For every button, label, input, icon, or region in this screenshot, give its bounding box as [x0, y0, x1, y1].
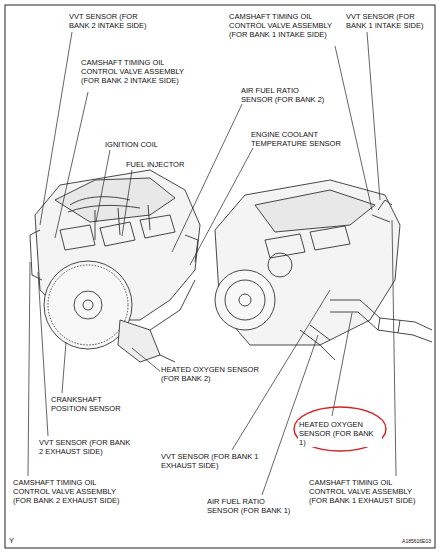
left-engine	[30, 170, 200, 362]
part-label: VVT SENSOR (FOR BANK 1 EXHAUST SIDE)	[160, 452, 260, 470]
right-engine	[215, 180, 432, 360]
part-label: CAMSHAFT TIMING OIL CONTROL VALVE ASSEMB…	[228, 12, 340, 39]
part-label: VVT SENSOR (FOR BANK 2 INTAKE SIDE)	[68, 12, 160, 30]
frame	[5, 5, 435, 548]
part-label: CRANKSHAFT POSITION SENSOR	[50, 395, 124, 413]
part-label: CAMSHAFT TIMING OIL CONTROL VALVE ASSEMB…	[80, 58, 192, 85]
part-label: CAMSHAFT TIMING OIL CONTROL VALVE ASSEMB…	[308, 478, 428, 505]
part-label: HEATED OXYGEN SENSOR (FOR BANK 1)	[298, 420, 382, 447]
part-label: FUEL INJECTOR	[125, 160, 195, 169]
part-label: IGNITION COIL	[104, 140, 174, 149]
figure-code: A185616E03	[380, 538, 432, 544]
part-label: ENGINE COOLANT TEMPERATURE SENSOR	[250, 130, 346, 148]
part-label: HEATED OXYGEN SENSOR (FOR BANK 2)	[160, 365, 260, 383]
part-label: AIR FUEL RATIO SENSOR (FOR BANK 2)	[240, 86, 330, 104]
part-label: VVT SENSOR (FOR BANK 1 INTAKE SIDE)	[345, 12, 429, 30]
leader-lines	[28, 32, 396, 495]
part-label: Y	[8, 536, 22, 545]
part-label: VVT SENSOR (FOR BANK 2 EXHAUST SIDE)	[38, 438, 134, 456]
part-label: CAMSHAFT TIMING OIL CONTROL VALVE ASSEMB…	[12, 478, 128, 505]
highlight-circle	[294, 407, 386, 451]
part-label: AIR FUEL RATIO SENSOR (FOR BANK 1)	[206, 497, 296, 515]
